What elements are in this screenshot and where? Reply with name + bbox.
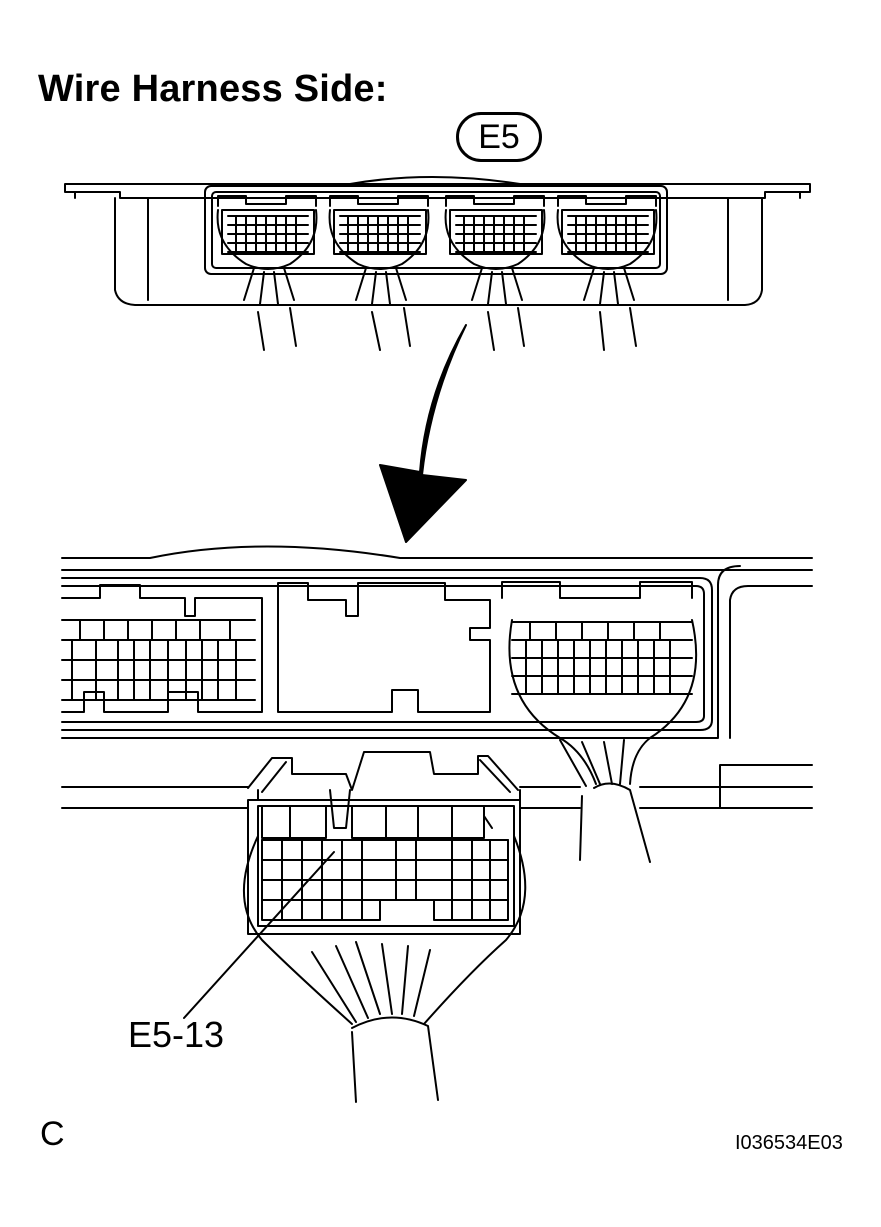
harness-tubes-top [257, 307, 637, 351]
connector-a [216, 195, 318, 305]
diagram-title: Wire Harness Side: [38, 68, 388, 110]
disconnected-connector [242, 751, 527, 1103]
corner-letter: C [40, 1115, 65, 1153]
down-arrow [379, 324, 467, 543]
ecu-housing [64, 176, 811, 306]
connector-code-badge: E5 [456, 112, 542, 162]
connector-b [328, 195, 430, 305]
pin-leader-line [183, 851, 335, 1019]
mounting-bars [61, 764, 813, 809]
connector-c [444, 195, 546, 305]
figure-id: I036534E03 [735, 1132, 843, 1154]
connector-code-text: E5 [478, 118, 520, 156]
enlarged-housing [61, 545, 813, 863]
pin-callout-label: E5-13 [128, 1014, 225, 1055]
connector-d [556, 195, 658, 305]
